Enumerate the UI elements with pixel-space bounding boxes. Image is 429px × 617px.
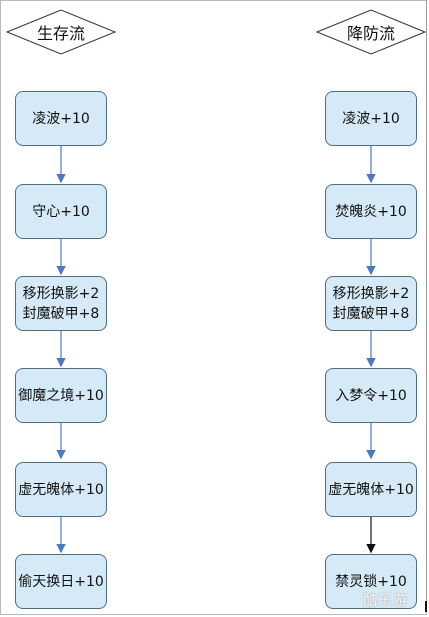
right-step-5: 虚无魄体+10 (325, 462, 417, 517)
frame-edge (426, 0, 427, 612)
step-label: 焚魄炎+10 (335, 203, 407, 220)
step-label: 虚无魄体+10 (18, 481, 104, 498)
left-flow-title: 生存流 (36, 24, 85, 43)
watermark: 酷乐游 (363, 593, 408, 609)
left-step-4: 御魔之境+10 (15, 368, 107, 423)
right-flow-header: 降防流 (316, 9, 426, 55)
step-label: 虚无魄体+10 (328, 481, 414, 498)
step-label: 凌波+10 (32, 110, 90, 127)
right-step-4: 入梦令+10 (325, 368, 417, 423)
right-flow-title: 降防流 (346, 24, 395, 43)
step-label: 凌波+10 (342, 110, 400, 127)
step-label: 禁灵锁+10 (335, 573, 407, 590)
step-label-line-1: 移形换影+2 (22, 285, 100, 302)
step-label: 入梦令+10 (335, 387, 407, 404)
left-step-3: 移形换影+2 封魔破甲+8 (15, 276, 107, 331)
step-label-line-2: 封魔破甲+8 (22, 305, 100, 322)
left-step-5: 虚无魄体+10 (15, 462, 107, 517)
right-step-3: 移形换影+2 封魔破甲+8 (325, 276, 417, 331)
right-step-6: 禁灵锁+10 (325, 554, 417, 609)
right-step-2: 焚魄炎+10 (325, 184, 417, 239)
right-step-1: 凌波+10 (325, 91, 417, 146)
text-cursor-mark (425, 601, 427, 612)
diamond-shape (6, 9, 116, 55)
diamond-shape (316, 9, 426, 55)
step-label-line-2: 封魔破甲+8 (332, 305, 410, 322)
left-flow-header: 生存流 (6, 9, 116, 55)
left-step-2: 守心+10 (15, 184, 107, 239)
step-label-line-1: 移形换影+2 (332, 285, 410, 302)
left-step-6: 偷天换日+10 (15, 554, 107, 609)
step-label: 守心+10 (32, 203, 90, 220)
step-label: 御魔之境+10 (18, 387, 104, 404)
step-label: 偷天换日+10 (18, 573, 104, 590)
left-step-1: 凌波+10 (15, 91, 107, 146)
